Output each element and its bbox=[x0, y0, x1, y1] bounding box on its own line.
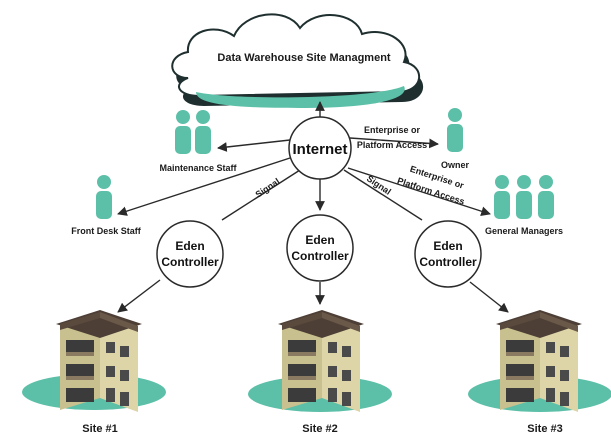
owner-access-label-2: Platform Access bbox=[357, 140, 427, 150]
cloud-label: Data Warehouse Site Managment bbox=[217, 52, 391, 64]
site-3-label: Site #3 bbox=[527, 423, 562, 435]
controller-2-line2: Controller bbox=[291, 249, 349, 263]
signal-label-right: Signal bbox=[365, 173, 393, 196]
controller-node-1: Eden Controller bbox=[156, 220, 224, 288]
front-desk-staff-icon bbox=[96, 175, 112, 219]
site-1 bbox=[22, 310, 166, 412]
controller-1-line1: Eden bbox=[175, 239, 204, 253]
controller-1-line2: Controller bbox=[161, 255, 219, 269]
signal-label-left: Signal bbox=[254, 176, 282, 199]
front-desk-staff-label: Front Desk Staff bbox=[71, 226, 142, 236]
owner-label: Owner bbox=[441, 160, 470, 170]
owner-access-label-1: Enterprise or bbox=[364, 125, 421, 135]
controller-3-line2: Controller bbox=[419, 255, 477, 269]
connection-lines bbox=[117, 101, 509, 313]
general-managers-icon bbox=[494, 175, 554, 219]
maintenance-staff-label: Maintenance Staff bbox=[159, 163, 237, 173]
controller-3-line1: Eden bbox=[433, 239, 462, 253]
controller-node-2: Eden Controller bbox=[286, 214, 354, 282]
internet-hub: Internet bbox=[288, 116, 352, 180]
site-2-label: Site #2 bbox=[302, 423, 337, 435]
site-2 bbox=[248, 310, 392, 412]
maintenance-staff-icon bbox=[175, 110, 211, 154]
controller-2-line1: Eden bbox=[305, 233, 334, 247]
owner-icon bbox=[447, 108, 463, 152]
site-3 bbox=[468, 310, 611, 412]
site-1-label: Site #1 bbox=[82, 423, 117, 435]
general-managers-label: General Managers bbox=[485, 226, 563, 236]
internet-label: Internet bbox=[292, 141, 347, 158]
controller-node-3: Eden Controller bbox=[414, 220, 482, 288]
data-warehouse-cloud: Data Warehouse Site Managment bbox=[171, 13, 424, 108]
